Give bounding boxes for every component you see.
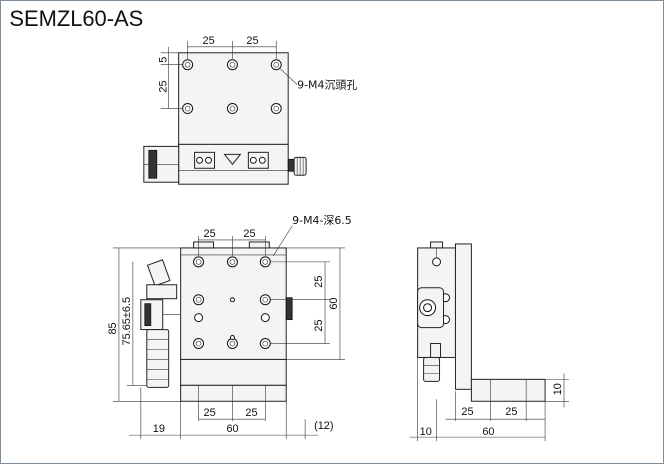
dim-side-60: 60 <box>482 426 494 438</box>
dim-top-25a: 25 <box>203 35 215 47</box>
note-top-holes: 9-M4沉頭孔 <box>297 79 357 92</box>
dim-front-12: (12) <box>314 420 333 432</box>
top-view-holes <box>182 59 282 115</box>
top-view <box>143 52 307 185</box>
dim-front-85: 85 <box>107 322 119 334</box>
dim-front-25b: 25 <box>243 228 255 240</box>
note-front-holes: 9-M4-深6.5 <box>292 214 352 227</box>
dim-front-bottom-25a: 25 <box>204 407 216 419</box>
front-view-base <box>180 358 287 386</box>
dim-front-60: 60 <box>226 423 238 435</box>
front-view-bottom-plate <box>180 384 287 402</box>
front-view-micrometer <box>140 259 181 388</box>
dim-front-right-25b: 25 <box>313 319 325 331</box>
dim-top-25b: 25 <box>246 35 258 47</box>
dim-top-25v: 25 <box>158 80 170 92</box>
dim-top-5: 5 <box>158 57 170 63</box>
dim-side-10v: 10 <box>552 383 564 395</box>
front-view <box>140 241 293 402</box>
dim-side-25b: 25 <box>505 406 517 418</box>
dim-front-right-25a: 25 <box>313 276 325 288</box>
side-view-foot <box>470 378 546 402</box>
front-view-knob <box>285 297 293 321</box>
dim-side-25a: 25 <box>461 406 473 418</box>
dim-front-bottom-25b: 25 <box>245 407 257 419</box>
top-view-dimensions: 25 25 5 25 9-M4沉頭孔 <box>158 35 357 109</box>
front-view-holes <box>193 256 271 349</box>
dim-front-19: 19 <box>153 423 165 435</box>
dim-side-10: 10 <box>420 426 432 438</box>
drawing-title: SEMZL60-AS <box>9 6 143 31</box>
side-view-upright <box>454 243 472 390</box>
dim-front-right-60: 60 <box>328 297 340 309</box>
side-view <box>417 241 546 402</box>
front-view-dimensions: 25 25 9-M4-深6.5 25 25 60 85 75.65±6.5 25… <box>107 214 352 440</box>
side-view-dimensions: 25 25 10 10 60 <box>409 357 569 442</box>
dim-front-75: 75.65±6.5 <box>121 297 133 346</box>
dim-front-25a: 25 <box>204 228 216 240</box>
